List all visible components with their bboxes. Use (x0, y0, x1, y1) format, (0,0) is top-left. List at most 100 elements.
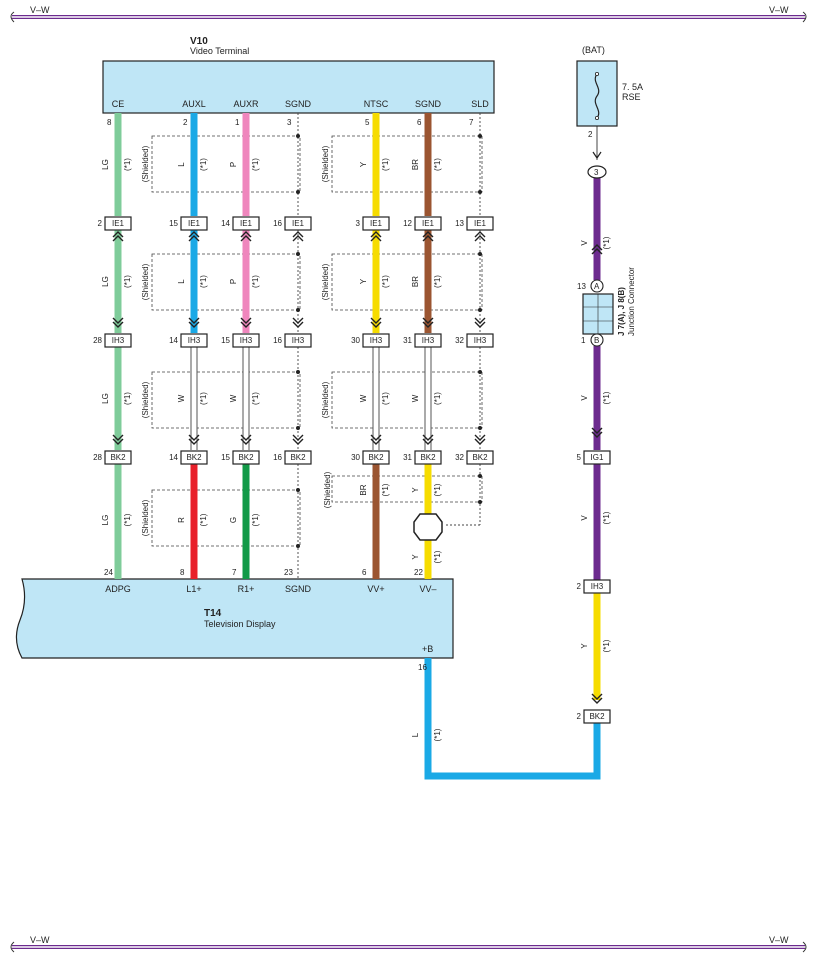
fuse-source: (BAT) (582, 45, 605, 55)
connector-right-ih3-box (583, 579, 611, 594)
wire-color-label: W (177, 394, 186, 402)
wire-color-label: BR (411, 159, 420, 170)
fuse-block: (BAT) 7. 5A RSE 2 (576, 45, 643, 139)
connector-ie1-pin: 2 (98, 219, 103, 228)
connector-ih3-box (284, 333, 312, 348)
connector-ih3-box (104, 333, 132, 348)
shield-box (331, 371, 483, 429)
jc-bottom-pin: 1 (581, 336, 586, 345)
t14-terminal-label: ADPG (105, 584, 131, 594)
connector-ih3-code: IH3 (370, 336, 383, 345)
wire-note-label: (*1) (123, 513, 132, 526)
v10-terminal-pin: 8 (107, 118, 112, 127)
shielded-label: (Shielded) (323, 471, 332, 508)
connector-ie1-pin: 12 (403, 219, 412, 228)
connector-bk2-box (284, 450, 312, 465)
wire-color-label: V (580, 395, 589, 401)
connector-ih3-box (414, 333, 442, 348)
up-arrow-icon (474, 231, 486, 242)
wire-note-label: (*1) (433, 728, 442, 741)
v10-terminal-label: SGND (415, 99, 442, 109)
shielded-label: (Shielded) (321, 263, 330, 300)
t14-terminal-pin: 8 (180, 568, 185, 577)
v10-video-terminal: V10 Video Terminal (102, 36, 495, 114)
top-right-border-label: V–W (769, 5, 789, 15)
t14-bplus-label: +B (422, 644, 433, 654)
wire-note-label: (*1) (602, 511, 611, 524)
connector-ih3-pin: 30 (351, 336, 360, 345)
wire-note-label: (*1) (123, 275, 132, 288)
connector-ie1-box (466, 216, 494, 231)
wire-color-label: P (229, 162, 238, 167)
splice-dot (296, 308, 300, 312)
connector-ih3-box (232, 333, 260, 348)
t14-terminal-pin: 7 (232, 568, 237, 577)
v10-name: Video Terminal (190, 46, 249, 56)
wire-note-label: (*1) (251, 392, 260, 405)
connector-right-ih3-pin: 2 (577, 582, 582, 591)
connector-ie1-code: IE1 (112, 219, 125, 228)
wire-note-label: (*1) (251, 158, 260, 171)
connector-ih3-code: IH3 (292, 336, 305, 345)
down-arrow-icon (592, 151, 602, 160)
wire-color-label: G (229, 517, 238, 523)
connector-right-ig1-pin: 5 (577, 453, 582, 462)
wire-note-label: (*1) (433, 392, 442, 405)
connector-bk2-pin: 30 (351, 453, 360, 462)
connector-ie1-pin: 15 (169, 219, 178, 228)
down-arrow-icon (591, 427, 603, 438)
v10-terminal-pin: 1 (235, 118, 240, 127)
shield-box (151, 253, 301, 311)
connector-right-ig1-box (583, 450, 611, 465)
v10-terminal-label: AUXL (182, 99, 206, 109)
wire-color-label: W (359, 394, 368, 402)
shielded-label: (Shielded) (141, 145, 150, 182)
connector-ie1-code: IE1 (240, 219, 253, 228)
connector-bk2-code: BK2 (238, 453, 254, 462)
v10-terminal-label: CE (112, 99, 125, 109)
connector-right-bk2-code: BK2 (589, 712, 605, 721)
connector-bk2-code: BK2 (186, 453, 202, 462)
wire-color-label: Y (359, 161, 368, 167)
connector-bk2-pin: 32 (455, 453, 464, 462)
splice-dot (478, 308, 482, 312)
connector-ih3-code: IH3 (474, 336, 487, 345)
connector-bk2-box (104, 450, 132, 465)
wire-color-label: Y (411, 487, 420, 493)
connector-bk2-code: BK2 (368, 453, 384, 462)
shielded-label: (Shielded) (321, 145, 330, 182)
connector-bk2-pin: 31 (403, 453, 412, 462)
wire-color-label: Y (411, 554, 420, 560)
splice-dot (478, 190, 482, 194)
down-arrow-icon (188, 317, 200, 328)
v10-terminal-pin: 2 (183, 118, 188, 127)
connector-bk2-box (180, 450, 208, 465)
wire-note-label: (*1) (381, 392, 390, 405)
connector-right-bk2-pin: 2 (577, 712, 582, 721)
connector-ie1-box (232, 216, 260, 231)
wire-color-label: LG (101, 159, 110, 170)
wire-note-label: (*1) (433, 158, 442, 171)
v10-terminal-pin: 5 (365, 118, 370, 127)
connector-ie1-box (362, 216, 390, 231)
shielded-label: (Shielded) (321, 381, 330, 418)
junction-connector: 3 A B 13 1 J 7(A), J 8(B) Junction Conne… (577, 165, 636, 347)
shield-box (331, 135, 483, 193)
wire-note-label: (*1) (251, 513, 260, 526)
down-arrow-icon (112, 317, 124, 328)
v10-terminal-label: NTSC (364, 99, 389, 109)
connector-ih3-code: IH3 (240, 336, 253, 345)
up-arrow-icon (422, 231, 434, 242)
connector-right-bk2-box (583, 709, 611, 724)
down-arrow-icon (370, 434, 382, 445)
wire-note-label: (*1) (199, 513, 208, 526)
connector-right-ih3-code: IH3 (591, 582, 604, 591)
connector-bk2-code: BK2 (110, 453, 126, 462)
shield-box (331, 475, 483, 503)
t14-terminal-label: R1+ (238, 584, 255, 594)
down-arrow-icon (474, 434, 486, 445)
wire-color-label: W (229, 394, 238, 402)
wire-bplus (424, 658, 601, 780)
up-arrow-icon (591, 244, 603, 255)
connector-bk2-box (362, 450, 390, 465)
